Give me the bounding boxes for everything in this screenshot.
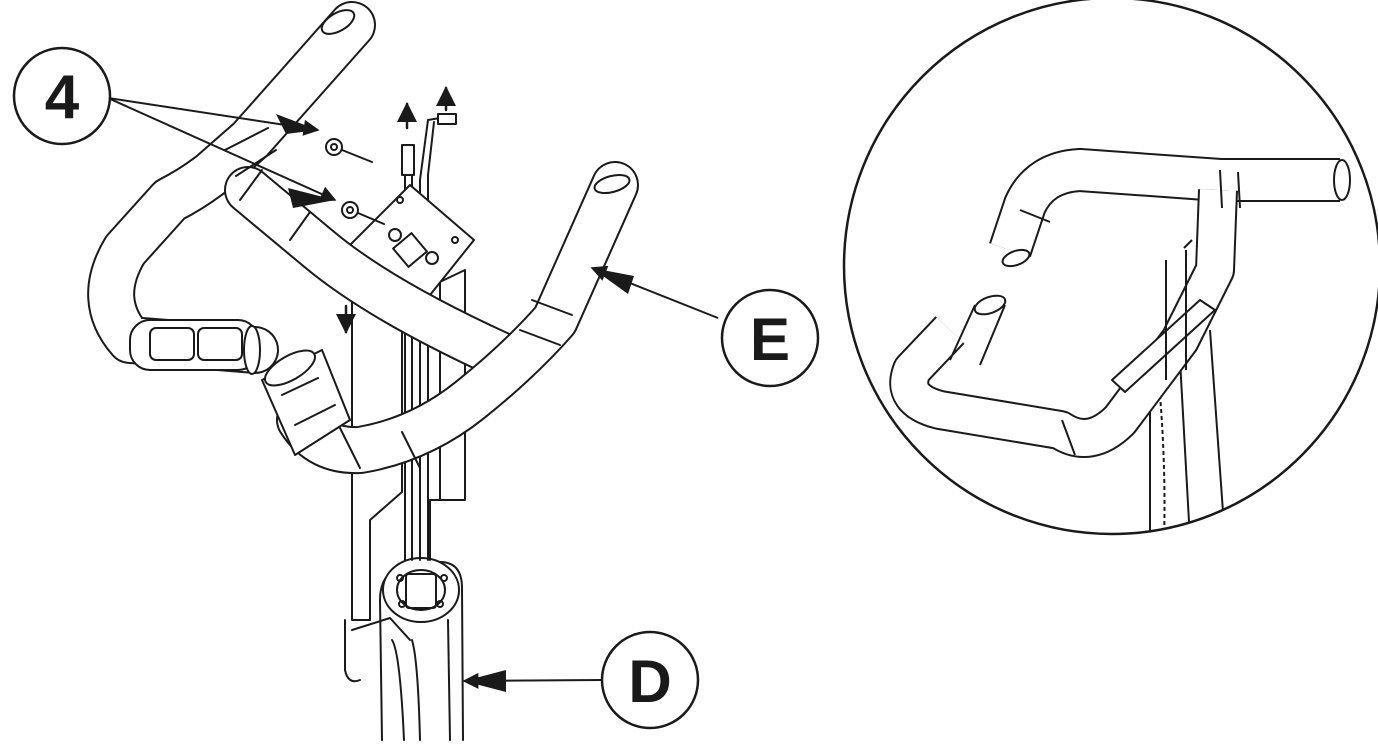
handlebar-right-tube xyxy=(276,161,639,475)
callout-4-label: 4 xyxy=(45,63,80,132)
callout-d-label: D xyxy=(628,648,671,715)
callout-4: 4 xyxy=(12,46,112,146)
upright-post xyxy=(379,557,464,741)
direction-arrows xyxy=(336,86,456,334)
leader-heads xyxy=(276,114,634,692)
bolt-upper xyxy=(325,138,373,163)
detail-view xyxy=(842,0,1378,536)
callout-e-label: E xyxy=(750,306,790,373)
bolt-lower xyxy=(341,201,385,225)
right-grip xyxy=(261,349,351,456)
handlebar-left-tube xyxy=(87,1,524,379)
left-grip xyxy=(129,319,261,375)
callout-d: D xyxy=(600,630,700,730)
callout-e: E xyxy=(720,288,820,388)
